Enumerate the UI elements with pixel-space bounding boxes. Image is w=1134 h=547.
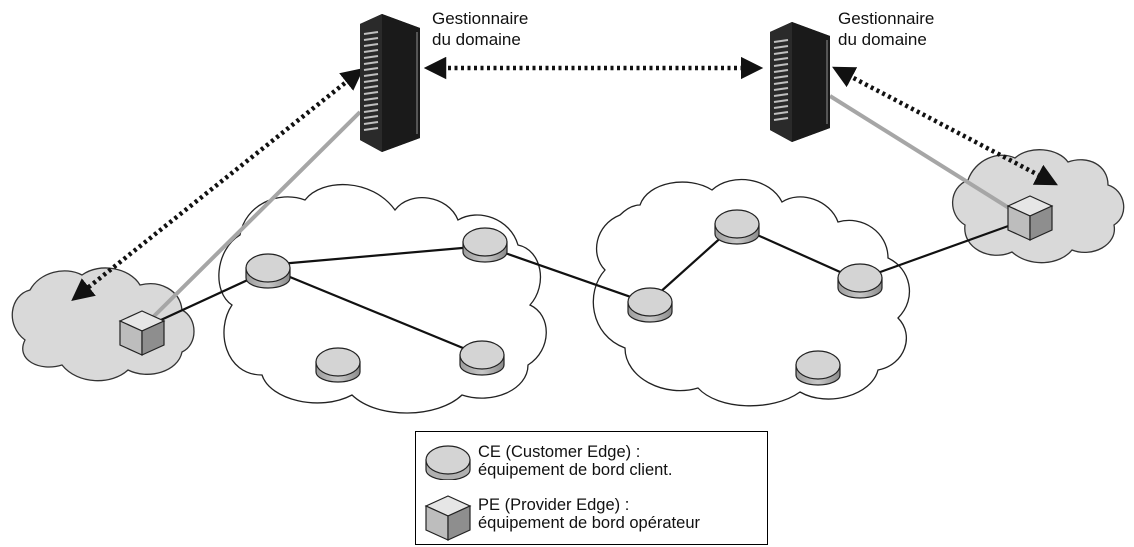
control-arrows (71, 56, 1058, 302)
pe-legend-icon (424, 495, 472, 541)
server-tower-icon (360, 14, 420, 152)
arrow-server-right-to-right-cloud (832, 66, 1058, 186)
pe-legend-title: PE (Provider Edge) : (478, 496, 630, 514)
server-right-label-line1: Gestionnaire (838, 9, 934, 28)
link-ce7-pe-right (857, 218, 1026, 282)
ce-node (837, 263, 883, 299)
legend-row-ce: CE (Customer Edge) : équipement de bord … (416, 434, 767, 490)
legend: CE (Customer Edge) : équipement de bord … (415, 431, 768, 545)
server-tower-icon (770, 22, 830, 142)
arrow-server-left-to-left-cloud (71, 67, 364, 302)
server-right-label-line2: du domaine (838, 30, 927, 49)
ce-node (627, 287, 673, 323)
legend-row-pe: PE (Provider Edge) : équipement de bord … (416, 490, 767, 546)
ce-node (714, 209, 760, 245)
pe-node (118, 310, 166, 356)
left-provider-cloud (218, 183, 547, 414)
pe-node (1006, 195, 1054, 241)
left-customer-cloud (11, 267, 195, 382)
ce-node (315, 347, 361, 383)
ce-node (462, 227, 508, 263)
link-ce2-ce5 (484, 244, 649, 305)
ce-node (795, 350, 841, 386)
ce-node (459, 340, 505, 376)
ce-node (245, 253, 291, 289)
pe-legend-desc: équipement de bord opérateur (478, 514, 700, 532)
server-left-label-line1: Gestionnaire (432, 9, 528, 28)
ce-legend-icon (425, 445, 471, 480)
ce-legend-title: CE (Customer Edge) : (478, 443, 641, 461)
ce-legend-desc: équipement de bord client. (478, 461, 673, 479)
right-provider-cloud (592, 178, 911, 407)
server-left-label-line2: du domaine (432, 30, 521, 49)
